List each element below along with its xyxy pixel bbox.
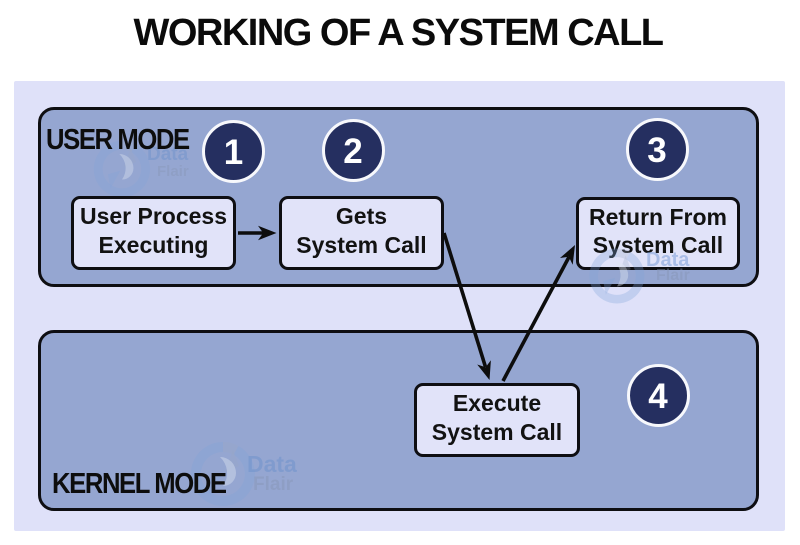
svg-text:Flair: Flair bbox=[656, 267, 690, 284]
svg-text:Data: Data bbox=[646, 249, 690, 271]
svg-text:Data: Data bbox=[147, 144, 189, 165]
svg-text:Flair: Flair bbox=[157, 163, 189, 180]
svg-text:Flair: Flair bbox=[253, 474, 294, 495]
svg-text:Data: Data bbox=[247, 451, 297, 477]
